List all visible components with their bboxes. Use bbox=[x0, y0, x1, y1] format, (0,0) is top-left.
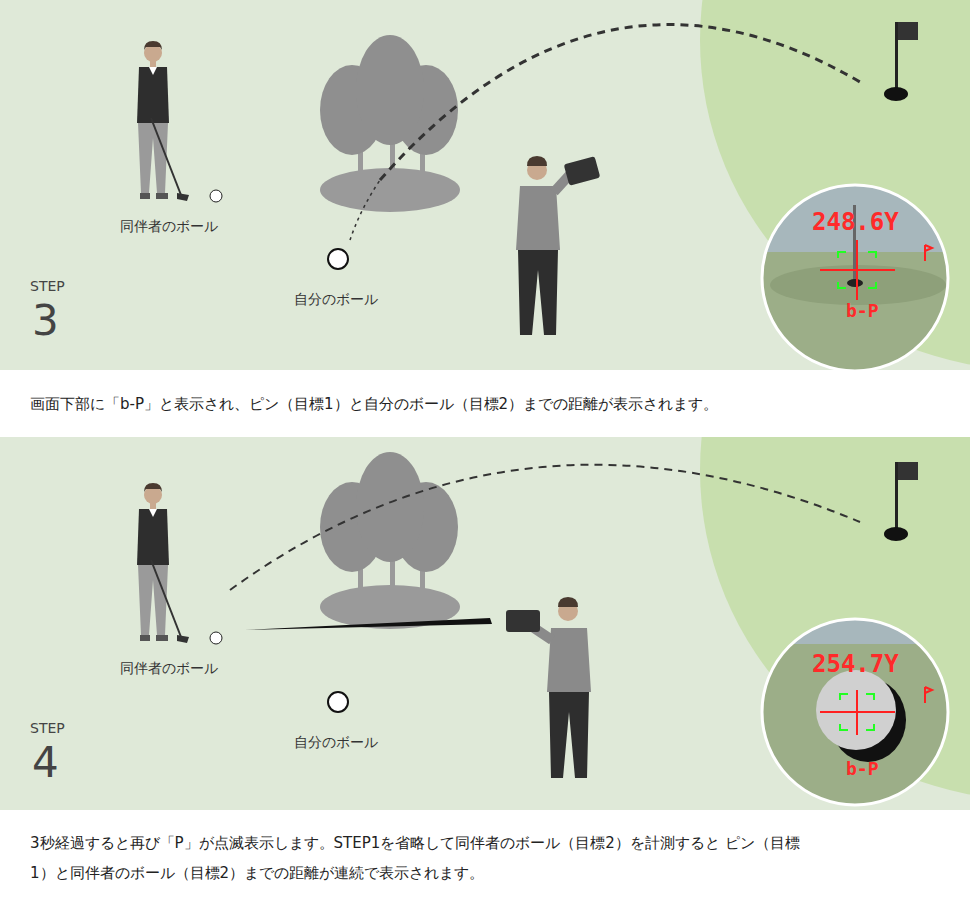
display-mode: b-P bbox=[846, 300, 879, 321]
display-distance: 248.6Y bbox=[812, 208, 899, 236]
ball-label: 自分のボール bbox=[294, 291, 378, 309]
ball-label: 自分のボール bbox=[294, 734, 378, 752]
step-number: 4 bbox=[32, 738, 59, 787]
caption-text: 画面下部に「b-P」と表示され、ピン（目標1）と自分のボール（目標2）までの距離… bbox=[30, 395, 718, 414]
step-number: 3 bbox=[32, 296, 59, 345]
ball-label: 同伴者のボール bbox=[120, 660, 218, 678]
caption-text: 3秒経過すると再び「P」が点滅表示します。STEP1を省略して同伴者のボール（目… bbox=[30, 828, 820, 888]
step-label: STEP bbox=[30, 720, 65, 736]
display-distance: 254.7Y bbox=[812, 650, 899, 678]
ball-label: 同伴者のボール bbox=[120, 218, 218, 236]
display-mode: b-P bbox=[846, 758, 879, 779]
step-label: STEP bbox=[30, 278, 65, 294]
